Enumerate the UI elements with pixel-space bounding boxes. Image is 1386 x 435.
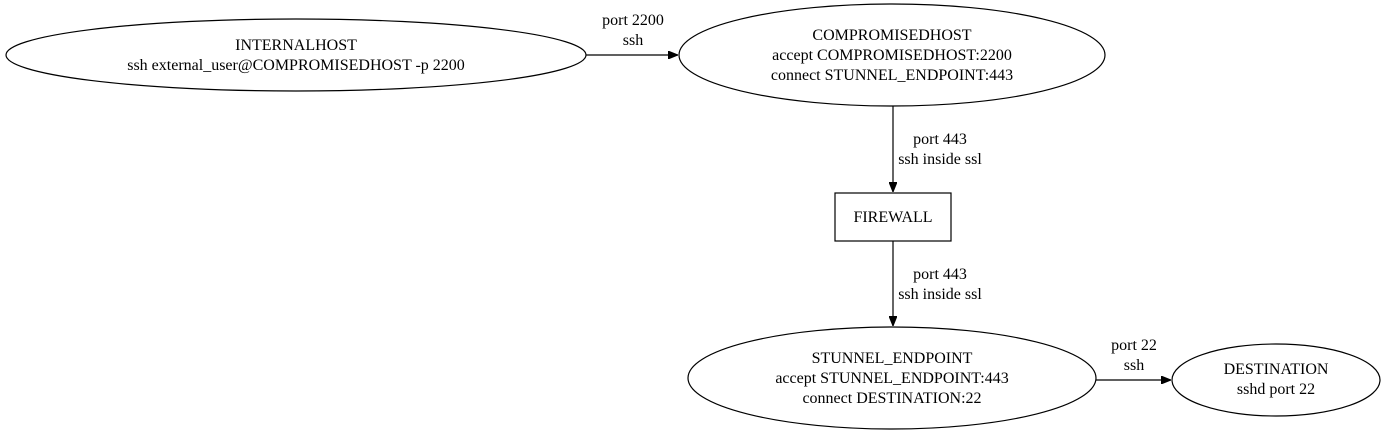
- node-destination-service: sshd port 22: [1237, 381, 1315, 398]
- edge-compromised-to-firewall: port 443 ssh inside ssl: [893, 106, 982, 192]
- node-compromisedhost-accept: accept COMPROMISEDHOST:2200: [772, 47, 1012, 64]
- edge-internal-to-compromised-port: port 2200: [602, 12, 664, 29]
- edge-internal-to-compromised-protocol: ssh: [623, 32, 643, 49]
- node-stunnel-endpoint-shape: [687, 326, 1097, 430]
- edge-compromised-to-firewall-port: port 443: [913, 131, 967, 148]
- node-compromisedhost: COMPROMISEDHOST accept COMPROMISEDHOST:2…: [678, 3, 1106, 107]
- edge-stunnel-to-destination: port 22 ssh: [1096, 337, 1171, 380]
- node-stunnel-endpoint-title: STUNNEL_ENDPOINT: [812, 350, 973, 367]
- node-destination-shape: [1171, 343, 1381, 417]
- edge-firewall-to-stunnel-protocol: ssh inside ssl: [898, 286, 982, 303]
- node-firewall: FIREWALL: [834, 192, 952, 242]
- edge-firewall-to-stunnel-port: port 443: [913, 266, 967, 283]
- node-destination-title: DESTINATION: [1224, 361, 1329, 378]
- node-stunnel-endpoint: STUNNEL_ENDPOINT accept STUNNEL_ENDPOINT…: [687, 326, 1097, 430]
- node-stunnel-endpoint-accept: accept STUNNEL_ENDPOINT:443: [775, 370, 1008, 387]
- node-internalhost: INTERNALHOST ssh external_user@COMPROMIS…: [5, 18, 587, 92]
- edge-firewall-to-stunnel: port 443 ssh inside ssl: [893, 241, 982, 326]
- node-stunnel-endpoint-connect: connect DESTINATION:22: [802, 390, 981, 407]
- node-compromisedhost-title: COMPROMISEDHOST: [812, 27, 971, 44]
- edge-stunnel-to-destination-protocol: ssh: [1124, 357, 1144, 374]
- node-internalhost-shape: [5, 18, 587, 92]
- node-compromisedhost-connect: connect STUNNEL_ENDPOINT:443: [771, 67, 1013, 84]
- node-compromisedhost-shape: [678, 3, 1106, 107]
- node-internalhost-command: ssh external_user@COMPROMISEDHOST -p 220…: [127, 57, 465, 74]
- node-firewall-title: FIREWALL: [853, 209, 932, 226]
- edge-stunnel-to-destination-port: port 22: [1111, 337, 1157, 354]
- node-destination: DESTINATION sshd port 22: [1171, 343, 1381, 417]
- edge-compromised-to-firewall-protocol: ssh inside ssl: [898, 151, 982, 168]
- edge-internal-to-compromised: port 2200 ssh: [586, 12, 678, 55]
- node-internalhost-title: INTERNALHOST: [235, 37, 357, 54]
